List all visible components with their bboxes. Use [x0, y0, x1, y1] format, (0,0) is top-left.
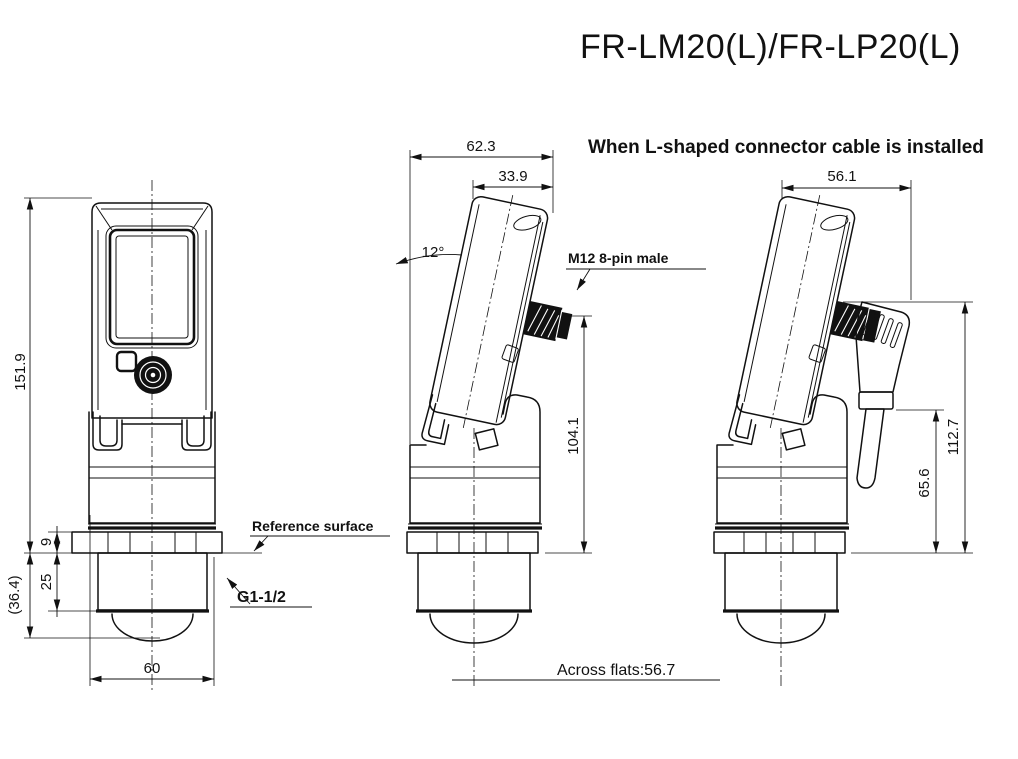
svg-text:25: 25: [38, 574, 55, 591]
dim-head-depth: 33.9: [472, 168, 553, 199]
display-screen: [115, 235, 189, 339]
dim-connector-top-height: 112.7: [843, 301, 973, 554]
side-hex-nut: [406, 531, 539, 554]
svg-text:33.9: 33.9: [498, 168, 527, 185]
dim-mount-section: 25: [38, 553, 98, 612]
dim-head-tilt: 12°: [395, 244, 463, 265]
button: [115, 350, 138, 373]
drawing-title: FR-LM20(L)/FR-LP20(L): [580, 28, 961, 66]
svg-text:Reference surface: Reference surface: [252, 518, 374, 534]
dim-cable-bend-height: 65.6: [896, 409, 944, 553]
dim-l-overall-depth: 56.1: [781, 168, 912, 300]
l-connector-note: When L-shaped connector cable is install…: [588, 137, 984, 158]
front-head-outline: [91, 202, 213, 419]
svg-text:112.7: 112.7: [945, 419, 962, 455]
side-tilted-head: [421, 195, 573, 446]
thread-callout: G1-1/2: [226, 577, 312, 608]
dim-overall-height: 151.9: [12, 197, 92, 553]
front-dome-lens: [111, 613, 194, 642]
svg-text:65.6: 65.6: [916, 468, 933, 497]
side-body-plate: [474, 428, 499, 451]
svg-text:56.1: 56.1: [827, 168, 856, 185]
dim-connector-height: 104.1: [545, 315, 592, 554]
l-shaped-connector: [855, 301, 911, 489]
svg-text:M12 8-pin male: M12 8-pin male: [568, 250, 669, 266]
side-body: [409, 394, 541, 524]
m12-connector: [523, 301, 573, 342]
front-thread-cylinder: [97, 552, 208, 611]
display-bezel: [105, 225, 199, 349]
head-hook-slot: [513, 214, 542, 231]
svg-text:62.3: 62.3: [466, 138, 495, 155]
dim-overall-depth: 62.3: [409, 138, 554, 444]
side-view: 62.3 33.9 12° M12 8-pin male 104.1 Refer…: [226, 138, 720, 688]
front-hex-nut: [71, 531, 223, 554]
l-connector-grip: [855, 301, 911, 393]
l-connector-collar: [858, 391, 894, 410]
side-dome-lens: [429, 613, 519, 644]
svg-text:G1-1/2: G1-1/2: [237, 589, 286, 606]
indicator-ring: [134, 356, 172, 394]
front-view: 151.9 (36.4) 9 25 60: [6, 180, 262, 690]
svg-text:60: 60: [144, 660, 161, 677]
dim-body-width: 60: [89, 515, 215, 686]
l-view-body: [716, 394, 848, 524]
dim-lens-protrusion: (36.4): [6, 553, 160, 639]
reference-surface-callout: Reference surface: [250, 518, 390, 552]
svg-text:104.1: 104.1: [565, 417, 582, 455]
svg-text:(36.4): (36.4): [6, 575, 23, 614]
svg-text:9: 9: [38, 538, 55, 546]
svg-text:12°: 12°: [422, 244, 445, 261]
l-connector-cable: [856, 408, 885, 489]
l-view-dome-lens: [736, 613, 826, 644]
l-view-body-plate: [781, 428, 806, 451]
l-connector-view: 56.1 112.7 65.6: [713, 168, 973, 688]
across-flats-callout: Across flats:56.7: [452, 662, 720, 681]
l-view-hex-nut: [713, 531, 846, 554]
svg-text:Across flats:56.7: Across flats:56.7: [557, 662, 675, 679]
display-frame: [108, 228, 196, 346]
dim-nut-height: 9: [38, 526, 72, 617]
svg-text:151.9: 151.9: [12, 353, 29, 391]
connector-callout: M12 8-pin male: [566, 250, 706, 291]
